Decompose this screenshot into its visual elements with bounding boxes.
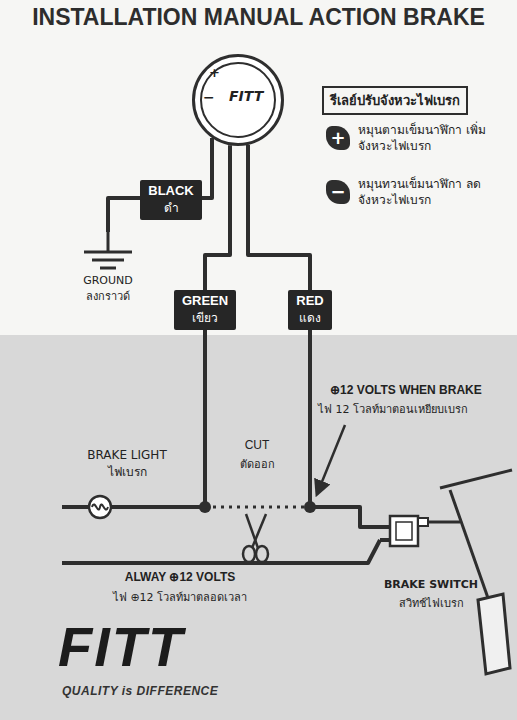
relay-knob: + −FITT: [192, 54, 284, 146]
icon-sign: +: [326, 126, 350, 150]
wire: [248, 145, 310, 290]
brake-switch: BRAKE SWITCH สวิทช์ไฟเบรก: [380, 512, 482, 618]
icon-sign: −: [326, 180, 350, 204]
node-text: สวิทช์ไฟเบรก: [380, 594, 482, 612]
node-text: RED: [296, 293, 323, 308]
wire: [108, 198, 140, 232]
instruction-text: หมุนตามเข็มนาฬิกา เพิ่มจังหวะไฟเบรก: [358, 122, 504, 154]
brake-pedal: [428, 470, 512, 674]
info-item: −หมุนทวนเข็มนาฬิกา ลดจังหวะไฟเบรก: [326, 176, 510, 208]
title: INSTALLATION MANUAL ACTION BRAKE: [0, 4, 517, 31]
node-text: BRAKE LIGHT: [62, 448, 172, 462]
voltage-note: ไฟ ⊕12 โวลท์มาตลอดเวลา: [113, 588, 247, 606]
ground-symbol: [78, 232, 138, 274]
wire: [202, 138, 212, 198]
relay-knob: [201, 63, 275, 137]
relay-body: [193, 55, 283, 145]
node-text: ดำ: [148, 198, 194, 217]
node-text: ไฟเบรก: [62, 462, 172, 481]
cut-line: [205, 506, 310, 509]
wire: [205, 145, 230, 290]
info-panel: รีเลย์ปรับจังหวะไฟเบรก + หมุนตามเข็มนาฬิกา…: [322, 86, 512, 228]
wire-tag: REDแดง: [288, 290, 331, 330]
node-text: รีเลย์ปรับจังหวะไฟเบรก: [322, 86, 468, 115]
cut-label: ตัดออก: [240, 455, 275, 473]
voltage-note: ALWAY ⊕12 VOLTS: [125, 570, 235, 584]
wire: [310, 330, 380, 527]
scissors: [243, 514, 268, 562]
ground-node: GROUNDลงกราวด์: [78, 232, 138, 305]
node-text: ลงกราวด์: [78, 287, 138, 305]
voltage-note: ⊕12 VOLTS WHEN BRAKE: [330, 383, 482, 397]
lower-ground: [0, 335, 517, 720]
node-text: −: [203, 89, 215, 105]
node-text: แดง: [296, 308, 323, 327]
node-text: เขียว: [182, 308, 228, 327]
node-text: BRAKE SWITCH: [380, 578, 482, 591]
brand-logo: FITT: [58, 616, 184, 678]
wire-tag: BLACKดำ: [140, 180, 202, 220]
cut-label: CUT: [245, 438, 270, 452]
node-text: GREEN: [182, 293, 228, 308]
brand-tagline: QUALITY is DIFFERENCE: [62, 684, 218, 698]
pointer-arrow: [317, 425, 345, 494]
switch-symbol: [380, 512, 480, 572]
wire: [172, 330, 205, 507]
node-text: BLACK: [148, 183, 194, 198]
brake-light: BRAKE LIGHTไฟเบรก: [62, 448, 172, 528]
node-text: +: [209, 65, 220, 80]
wire-tag: GREENเขียว: [174, 290, 236, 330]
node-text: FITT: [229, 88, 263, 104]
instruction-text: หมุนทวนเข็มนาฬิกา ลดจังหวะไฟเบรก: [358, 176, 504, 208]
always-wire: [62, 540, 380, 563]
voltage-note: ไฟ 12 โวลท์มาตอนเหยียบเบรก: [318, 400, 468, 418]
info-item: + หมุนตามเข็มนาฬิกา เพิ่มจังหวะไฟเบรก: [326, 122, 510, 154]
bulb-symbol: [62, 484, 172, 524]
node-text: GROUND: [78, 274, 138, 287]
